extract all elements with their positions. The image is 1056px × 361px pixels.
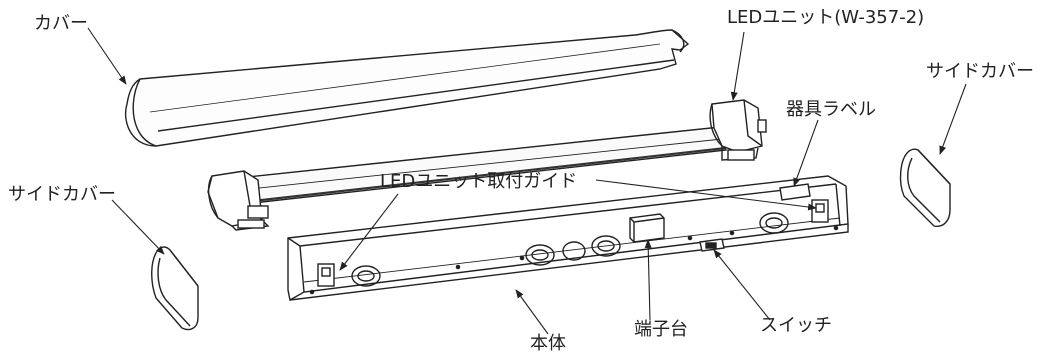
switch-label: スイッチ xyxy=(760,315,832,336)
cover-part xyxy=(124,29,690,147)
leader-lines xyxy=(87,27,967,335)
body-label: 本体 xyxy=(530,333,566,354)
led-unit-guide-label: LEDユニット取付ガイド xyxy=(380,171,578,192)
cover-label: カバー xyxy=(34,13,88,34)
side-cover-left-part xyxy=(151,246,199,331)
side-cover-right-label: サイドカバー xyxy=(926,61,1034,82)
led-unit-part xyxy=(207,99,767,231)
side-cover-right-part xyxy=(899,148,951,227)
fixture-label-label: 器具ラベル xyxy=(786,99,876,120)
body-part xyxy=(287,175,849,302)
led-unit-label: LEDユニット(W-357-2) xyxy=(727,7,925,28)
side-cover-left-label: サイドカバー xyxy=(8,184,116,205)
terminal-block-label: 端子台 xyxy=(634,319,688,340)
